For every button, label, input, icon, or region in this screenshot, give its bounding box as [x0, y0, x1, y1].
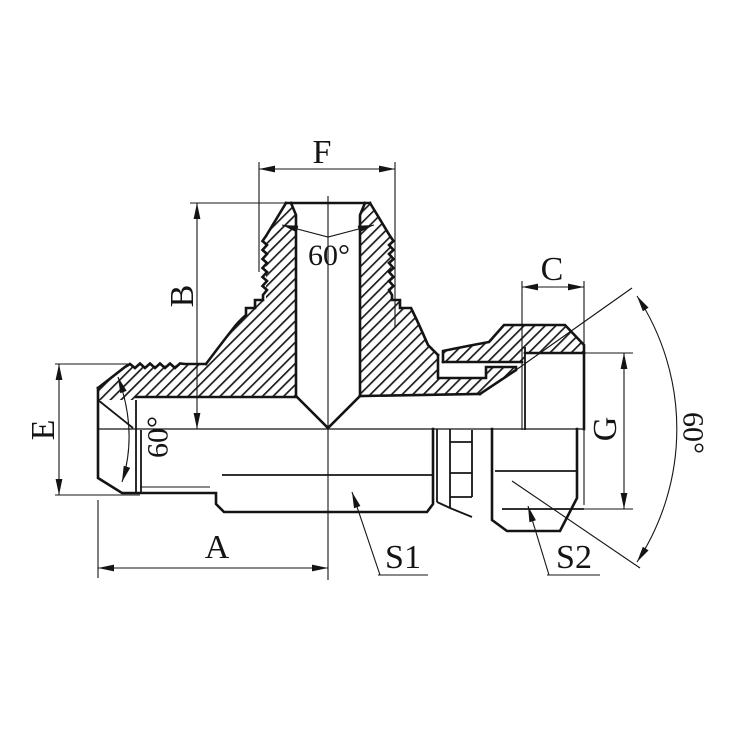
dim-label-B: B: [164, 285, 201, 308]
dim-label-A: A: [205, 529, 230, 566]
right-nose-outline: [358, 287, 641, 569]
hex-label-S1: S1: [385, 539, 421, 576]
dimension-C: C: [521, 251, 585, 430]
hex-label-S2: S2: [556, 539, 592, 576]
angle-callout-right: 60°: [634, 294, 710, 564]
angle-callout-left: 60°: [114, 375, 175, 484]
dimension-G: G: [584, 352, 633, 510]
dim-label-G: G: [587, 417, 624, 442]
angle-label-right: 60°: [677, 412, 710, 454]
leader-S2: S2: [524, 505, 600, 576]
left-arm-outline: [96, 361, 435, 514]
dim-label-C: C: [541, 251, 564, 288]
dimension-A: A: [97, 500, 328, 578]
swivel-nut-outline: [441, 323, 586, 533]
dim-label-F: F: [313, 134, 332, 171]
angle-label-left: 60°: [142, 416, 175, 458]
dimension-B: B: [164, 202, 286, 429]
angle-label-top: 60°: [308, 239, 350, 272]
leader-S1: S1: [348, 490, 428, 576]
dim-label-E: E: [25, 420, 62, 441]
sleeve-outline: [436, 429, 473, 518]
branch-outline: [204, 201, 440, 430]
centerlines: [98, 196, 584, 580]
dimension-E: E: [25, 363, 140, 496]
dimension-F: F: [258, 134, 396, 328]
angle-callout-top: 60°: [281, 221, 375, 272]
